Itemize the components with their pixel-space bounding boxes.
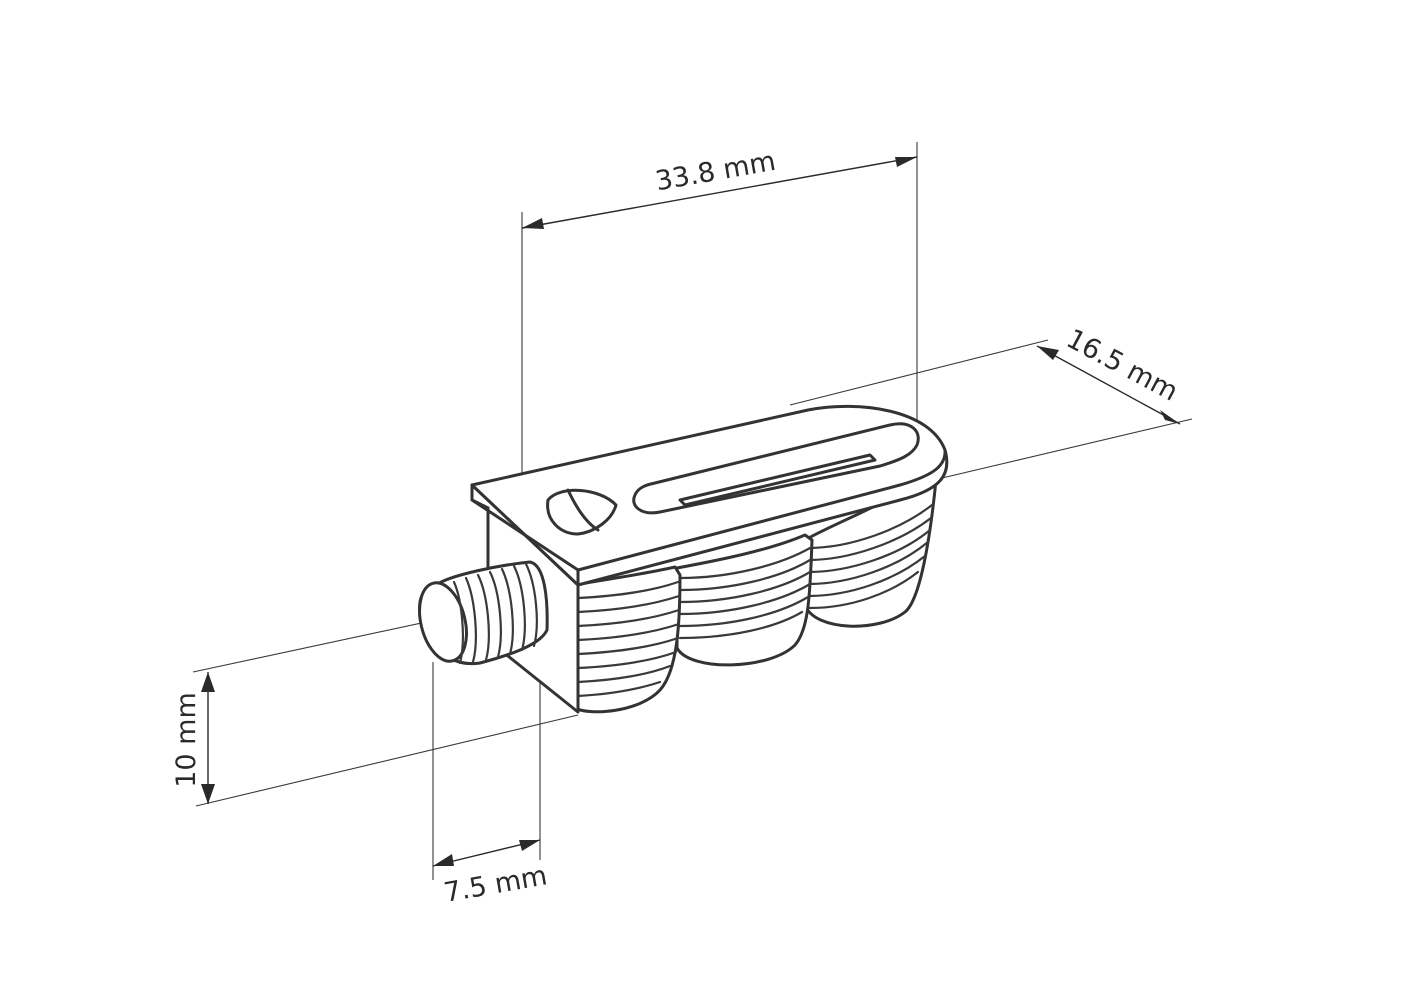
threaded-barrel-middle bbox=[675, 533, 814, 667]
dimension-lines bbox=[201, 156, 1181, 867]
height-label: 10 mm bbox=[171, 692, 202, 788]
width-dimension-line bbox=[1036, 345, 1181, 425]
threaded-barrel-front bbox=[573, 565, 682, 714]
slot-inner bbox=[678, 453, 877, 507]
top-plate bbox=[470, 404, 949, 587]
length-dimension-line bbox=[521, 156, 918, 229]
connector-part bbox=[418, 404, 949, 714]
threaded-pin bbox=[418, 560, 549, 666]
length-label: 33.8 mm bbox=[653, 146, 778, 198]
width-label: 16.5 mm bbox=[1061, 323, 1183, 407]
pin-label: 7.5 mm bbox=[442, 860, 550, 909]
extension-lines bbox=[192, 142, 1193, 880]
threaded-barrel-right bbox=[803, 468, 938, 628]
slot-outline bbox=[632, 422, 920, 515]
